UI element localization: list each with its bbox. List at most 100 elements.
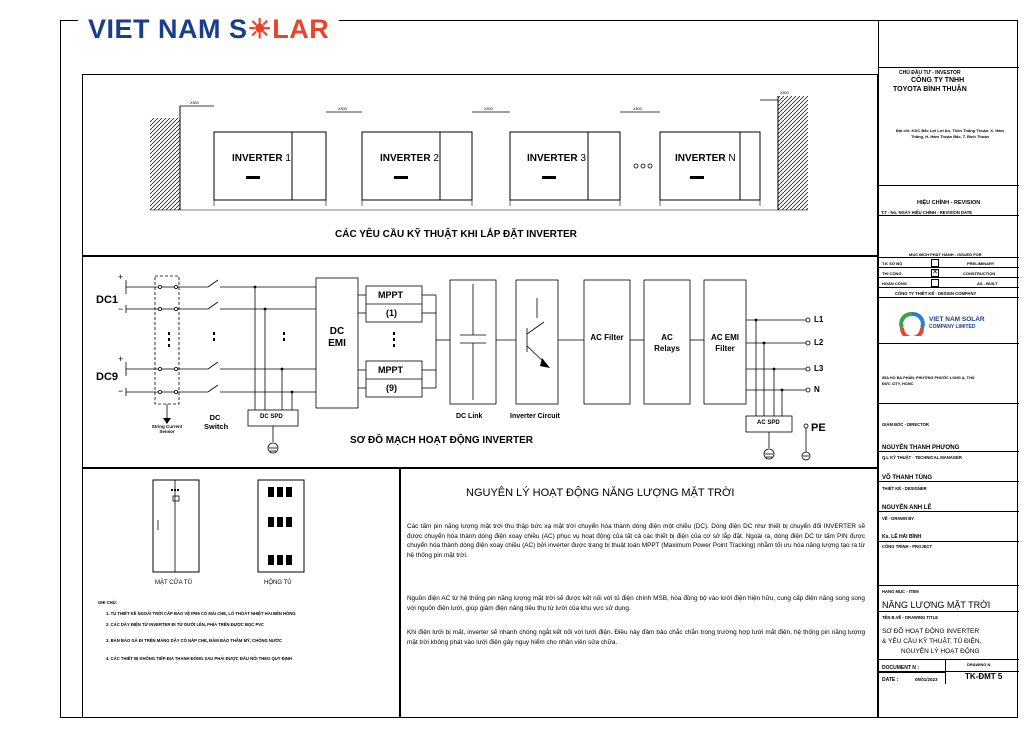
principle-paragraph: Khi điện lưới bị mất, inverter sẽ nhanh … bbox=[407, 629, 865, 646]
mppt1-label: MPPT bbox=[378, 290, 404, 300]
revision-label: HIỆU CHỈNH - REVISION bbox=[917, 200, 981, 206]
tk-so-bo: T.K SƠ BỘ bbox=[882, 261, 903, 266]
document-label: DOCUMENT N : bbox=[882, 665, 919, 671]
investor-label: CHỦ ĐẦU TƯ - INVESTOR bbox=[899, 70, 961, 76]
l2-label: L2 bbox=[814, 338, 824, 347]
inverter-label: INVERTER 3 bbox=[527, 153, 586, 164]
logo-text-2: LAR bbox=[272, 14, 330, 44]
note-item: 4. CÁC THIẾT BỊ KHÔNG TIẾP ĐỊA THANH ĐỒN… bbox=[106, 656, 292, 661]
dc-link-label: DC Link bbox=[456, 413, 483, 420]
project-label: CÔNG TRÌNH - PROJECT bbox=[882, 544, 933, 549]
drawn-name: Ks. LÊ HẢI BÌNH bbox=[882, 534, 922, 540]
design-company-name: COMPANY LIMITED bbox=[929, 324, 976, 330]
gap-label: ≥300 bbox=[338, 106, 347, 111]
principle-paragraph: Các tấm pin năng lượng mặt trời thu thập… bbox=[407, 523, 865, 559]
brand-logo: VIET NAM S☀LAR bbox=[78, 14, 340, 48]
mppt9-num: (9) bbox=[386, 383, 397, 393]
drawing-title: SƠ ĐỒ HOẠT ĐỘNG INVERTER bbox=[882, 628, 980, 635]
revision-columns: T.T - No. NGÀY HIỆU CHỈNH - REVISION DAT… bbox=[881, 210, 973, 215]
preliminary-checkbox bbox=[931, 259, 939, 267]
construction: CONSTRUCTION bbox=[963, 271, 996, 276]
inverter-display-bars bbox=[246, 176, 704, 179]
pe-label: PE bbox=[811, 422, 826, 434]
note-item: 1. TỦ THIẾT KẾ NGOÀI TRỜI CẤP BẢO VỆ IP6… bbox=[106, 611, 296, 616]
drawn-label: VẼ - DRAWN BY bbox=[882, 516, 915, 521]
gap-label: ≥300 bbox=[633, 106, 642, 111]
inverter-label: INVERTER N bbox=[675, 153, 736, 164]
principle-paragraph: Nguồn điện AC từ hệ thống pin năng lượng… bbox=[407, 595, 865, 612]
ac-relays-label: AC Relays bbox=[654, 333, 680, 353]
ac-emi-label: AC EMI Filter bbox=[711, 333, 739, 353]
designer-label: THIẾT KẾ - DESIGNER bbox=[882, 486, 927, 491]
inverter-units bbox=[213, 131, 761, 201]
cabinet-inside-label: HỘNG TỦ bbox=[264, 580, 292, 586]
l3-label: L3 bbox=[814, 364, 824, 373]
drawing-title: & YÊU CẦU KỸ THUẬT, TỦ ĐIỆN, bbox=[882, 638, 982, 645]
plus-sign: + bbox=[118, 272, 124, 282]
director-label: GIÁM ĐỐC - DIRECTOR bbox=[882, 422, 929, 427]
principle-title: NGUYÊN LÝ HOẠT ĐỘNG NĂNG LƯỢNG MẶT TRỜI bbox=[466, 487, 735, 499]
mppt9-label: MPPT bbox=[378, 365, 404, 375]
gap-label: ≥300 bbox=[780, 90, 789, 95]
logo-text-1: VIET NAM S bbox=[88, 14, 248, 44]
string-current-label: String Current Sensor bbox=[151, 424, 183, 434]
preliminary: PRELIMINARY bbox=[967, 261, 995, 266]
issued-label: MỤC ĐÍCH PHÁT HÀNH - ISSUED FOR bbox=[909, 252, 982, 257]
mppt1-num: (1) bbox=[386, 308, 397, 318]
design-company-name: VIET NAM SOLAR bbox=[929, 316, 985, 323]
as-built: AS - BUILT bbox=[977, 281, 998, 286]
thi-cong: THI CÔNG bbox=[882, 271, 902, 276]
plus-sign: + bbox=[118, 354, 124, 364]
inverter-feet bbox=[150, 200, 808, 211]
hoan-cong: HOÀN CÔNG bbox=[882, 281, 907, 286]
dc-spd-label: DC SPD bbox=[260, 414, 283, 420]
note-item: 3. BẢN BẢO GÁ ĐI TRÊN MÁNG DÂY CÓ NẮP CH… bbox=[106, 638, 283, 643]
design-company-label: CÔNG TY THIẾT KẾ - DESIGN COMPANY bbox=[895, 291, 977, 296]
ac-filter-label: AC Filter bbox=[590, 333, 624, 342]
gap-label: ≥300 bbox=[484, 106, 493, 111]
date-label: DATE : bbox=[882, 677, 899, 683]
gap-label: ≥300 bbox=[190, 100, 199, 105]
construction-checkbox: ✕ bbox=[931, 269, 939, 277]
drawing-title-label: TÊN B.VẼ - DRAWING TITLE bbox=[882, 615, 939, 620]
drawing-title: NGUYÊN LÝ HOẠT ĐỘNG bbox=[901, 648, 980, 655]
drawing-n-label: DRAWING N bbox=[967, 662, 991, 667]
wall-left bbox=[150, 118, 180, 210]
date-value: 05/01/2023 bbox=[915, 677, 938, 682]
dc-switch-label: DC Switch bbox=[204, 413, 229, 431]
note-item: 2. CÁC DÂY ĐIỆN TỪ INVERTER ĐI TỪ DƯỚI L… bbox=[106, 622, 265, 627]
circuit-panel bbox=[82, 256, 878, 468]
principle-panel bbox=[400, 468, 878, 718]
director-name: NGUYỄN THANH PHƯƠNG bbox=[882, 445, 960, 451]
tech-label: Q.L KỸ THUẬT - TECHNICAL MANAGER bbox=[882, 455, 962, 460]
investor-name: CÔNG TY TNHH bbox=[911, 77, 965, 84]
minus-sign: − bbox=[118, 386, 124, 396]
design-company-address: 55A HỒ BÁ PHẤN, PHƯỜNG PHƯỚC LONG A, THỦ… bbox=[882, 376, 975, 386]
wall-right bbox=[778, 96, 808, 210]
item-label: HẠNG MỤC - ITEM bbox=[882, 589, 919, 594]
tech-name: VÕ THANH TÙNG bbox=[882, 475, 932, 481]
inverter-circuit-label: Inverter Circuit bbox=[510, 413, 560, 420]
logo-sun-icon: ☀ bbox=[247, 14, 273, 44]
title-block-divider bbox=[945, 660, 946, 684]
design-company-logo-icon bbox=[899, 312, 925, 336]
item-name: NĂNG LƯỢNG MẶT TRỜI bbox=[882, 600, 991, 610]
dimension-lines bbox=[180, 99, 778, 113]
as-built-checkbox bbox=[931, 279, 939, 287]
title-block: CHỦ ĐẦU TƯ - INVESTOR CÔNG TY TNHH TOYOT… bbox=[878, 20, 1019, 718]
l1-label: L1 bbox=[814, 315, 824, 324]
ac-spd-label: AC SPD bbox=[757, 420, 780, 426]
ellipsis-dots bbox=[633, 163, 653, 169]
dc1-label: DC1 bbox=[96, 294, 119, 306]
dc9-label: DC9 bbox=[96, 371, 119, 383]
investor-name: TOYOTA BÌNH THUẬN bbox=[893, 86, 967, 93]
dc-emi-label: DC EMI bbox=[328, 326, 346, 349]
inverter-label: INVERTER 1 bbox=[232, 153, 291, 164]
drawing-number: TK-ĐMT 5 bbox=[965, 672, 1003, 681]
minus-sign: − bbox=[118, 304, 124, 314]
designer-name: NGUYỄN ANH LÊ bbox=[882, 505, 932, 511]
notes-header: GHI CHÚ: bbox=[98, 600, 118, 605]
